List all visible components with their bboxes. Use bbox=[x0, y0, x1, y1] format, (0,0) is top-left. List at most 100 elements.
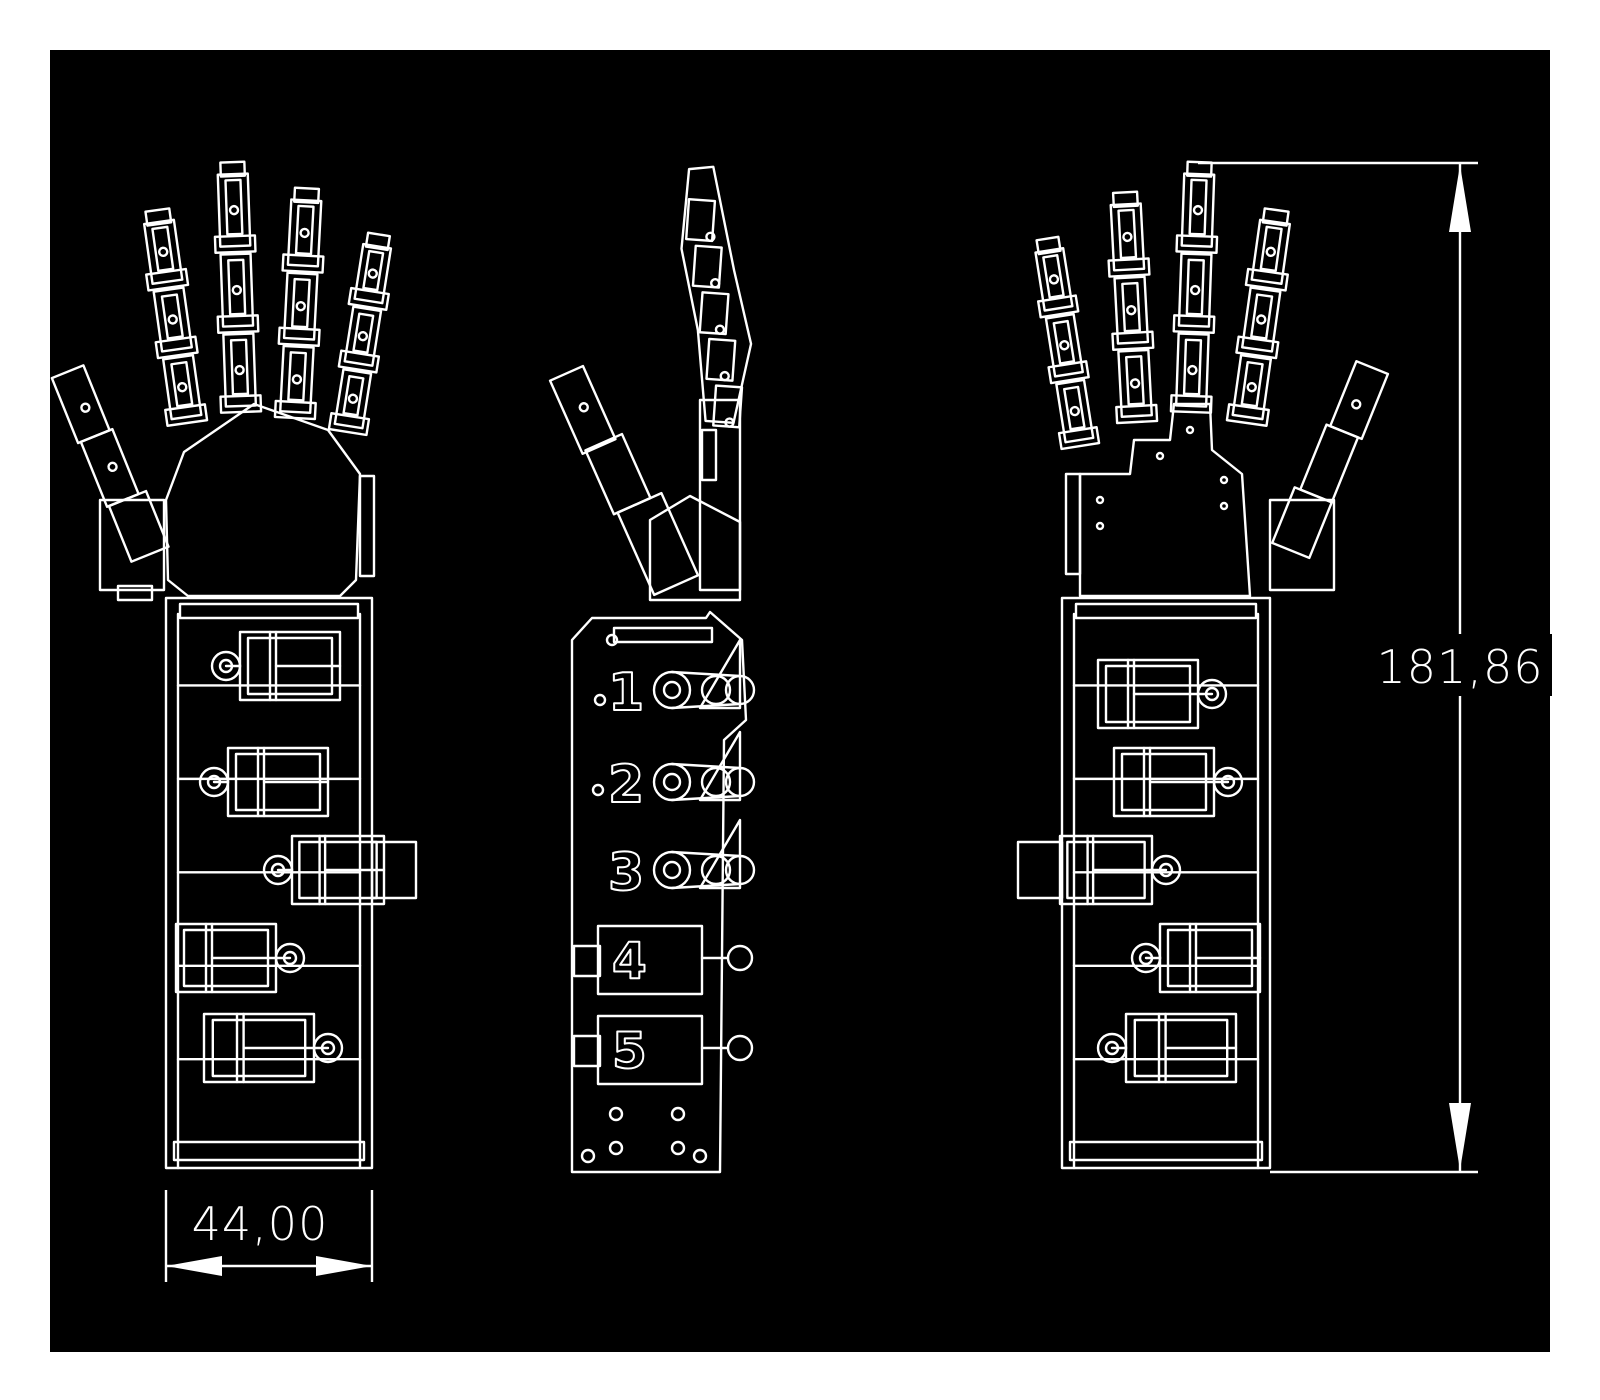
side-servo-link bbox=[670, 670, 742, 678]
front-finger-index-inner-link bbox=[151, 225, 175, 273]
front-finger-ring-inner-link bbox=[287, 351, 308, 402]
side-servo-link bbox=[670, 882, 742, 890]
front-finger-middle bbox=[213, 160, 263, 414]
front-finger-little bbox=[327, 231, 393, 437]
width-dimension bbox=[164, 1190, 374, 1282]
back-finger-ring-pin bbox=[1129, 378, 1141, 389]
side-finger-link bbox=[705, 337, 737, 382]
front-finger-middle-segment bbox=[216, 172, 252, 248]
front-palm-cover bbox=[164, 402, 362, 598]
back-finger-little-segment bbox=[1055, 378, 1095, 444]
front-finger-little-tip bbox=[364, 231, 392, 252]
side-mount-hole bbox=[692, 1148, 708, 1164]
back-palm-hole bbox=[1155, 451, 1165, 461]
side-servo-horn-center bbox=[662, 860, 682, 880]
back-finger-index-inner-link bbox=[1259, 225, 1283, 273]
back-palm-side-plate bbox=[1064, 472, 1082, 576]
back-servo-4 bbox=[1130, 922, 1262, 994]
back-finger-index-tip bbox=[1261, 207, 1290, 227]
front-view-hand bbox=[50, 160, 418, 1170]
side-servo-number-3: 3 bbox=[608, 843, 644, 903]
side-servo-link-ring bbox=[700, 854, 732, 886]
side-thumb bbox=[548, 364, 700, 597]
front-finger-little-segment bbox=[343, 305, 383, 367]
front-finger-little-pin bbox=[347, 393, 359, 404]
front-forearm-frame-top-plate bbox=[178, 602, 360, 620]
front-finger-index-inner-link bbox=[170, 360, 194, 408]
back-finger-index-segment bbox=[1241, 286, 1282, 353]
front-finger-index-segment bbox=[142, 218, 184, 285]
front-finger-middle-inner-link bbox=[224, 178, 244, 236]
back-finger-middle-segment bbox=[1174, 332, 1210, 408]
front-servo-1 bbox=[210, 630, 342, 702]
side-palm-bracket bbox=[700, 428, 718, 482]
front-finger-ring-inner-link bbox=[294, 204, 315, 256]
front-finger-middle-inner-link bbox=[229, 338, 250, 396]
back-servo-1 bbox=[1096, 658, 1228, 730]
front-thumb-pin bbox=[80, 402, 91, 413]
back-finger-ring-pin bbox=[1122, 231, 1133, 243]
front-finger-index-segment bbox=[161, 354, 203, 421]
side-mount-hole bbox=[591, 783, 605, 797]
back-finger-index-pin bbox=[1246, 381, 1257, 393]
side-thumb-tip bbox=[548, 364, 617, 455]
back-thumb-pin bbox=[1351, 399, 1362, 410]
side-finger-pin bbox=[714, 324, 726, 335]
back-finger-little-inner-link bbox=[1063, 385, 1086, 431]
side-mount-hole bbox=[608, 1140, 624, 1156]
back-palm-hole bbox=[1219, 501, 1229, 511]
front-finger-index bbox=[142, 207, 209, 427]
back-finger-ring-inner-link bbox=[1121, 281, 1142, 333]
front-finger-little-joint bbox=[347, 286, 390, 312]
back-finger-index-inner-link bbox=[1250, 293, 1274, 340]
side-servo-body-5 bbox=[596, 1014, 704, 1086]
back-finger-ring-inner-link bbox=[1124, 355, 1145, 406]
side-servo-number-5: 5 bbox=[612, 1022, 647, 1080]
back-finger-index-pin bbox=[1265, 246, 1276, 258]
front-finger-ring-pin bbox=[299, 227, 310, 239]
back-finger-index-segment bbox=[1250, 218, 1292, 285]
front-thumb-base bbox=[107, 489, 170, 563]
front-finger-index-inner-link bbox=[160, 293, 184, 340]
front-finger-ring-pin bbox=[291, 374, 303, 385]
back-palm-hole bbox=[1219, 475, 1229, 485]
front-finger-middle-segment bbox=[219, 252, 255, 328]
back-finger-index-joint bbox=[1225, 403, 1270, 427]
side-finger-link bbox=[691, 244, 723, 289]
back-finger-index-pin bbox=[1256, 314, 1267, 325]
front-finger-little-inner-link bbox=[362, 249, 385, 292]
front-finger-index-joint bbox=[164, 403, 209, 427]
front-finger-ring-segment bbox=[286, 198, 323, 268]
back-finger-ring-segment bbox=[1113, 275, 1150, 345]
back-finger-little-inner-link bbox=[1052, 319, 1076, 365]
front-finger-index-pin bbox=[177, 381, 188, 393]
height-arrow-bottom bbox=[1449, 1103, 1471, 1170]
front-servo-2 bbox=[198, 746, 330, 818]
width-arrow-left bbox=[166, 1256, 222, 1276]
back-finger-ring-segment bbox=[1117, 348, 1153, 418]
front-finger-index-joint bbox=[145, 267, 190, 292]
side-palm-plate bbox=[698, 398, 742, 592]
front-finger-middle-pin bbox=[228, 204, 240, 216]
side-mount-hole bbox=[670, 1140, 686, 1156]
side-finger-link bbox=[684, 197, 717, 243]
side-servo-horn-center bbox=[662, 680, 682, 700]
back-thumb-base bbox=[1271, 486, 1333, 560]
back-finger-ring-joint bbox=[1107, 257, 1151, 278]
front-finger-little-joint bbox=[337, 349, 381, 374]
back-thumb-servo-block bbox=[1268, 498, 1336, 592]
back-finger-middle-inner-link bbox=[1182, 338, 1203, 396]
side-servo-link bbox=[670, 762, 742, 770]
front-palm-side-plate bbox=[358, 474, 376, 578]
back-finger-little-segment bbox=[1034, 247, 1074, 312]
back-palm-hole bbox=[1185, 425, 1195, 435]
back-finger-little-tip bbox=[1035, 235, 1062, 256]
back-finger-middle-pin bbox=[1189, 284, 1201, 296]
front-servo-5 bbox=[202, 1012, 344, 1084]
front-finger-little-segment bbox=[333, 368, 373, 430]
side-thumb-pin bbox=[578, 402, 589, 413]
side-mount-hole bbox=[608, 1106, 624, 1122]
back-finger-ring bbox=[1107, 190, 1159, 425]
side-servo-number-4: 4 bbox=[612, 932, 647, 990]
